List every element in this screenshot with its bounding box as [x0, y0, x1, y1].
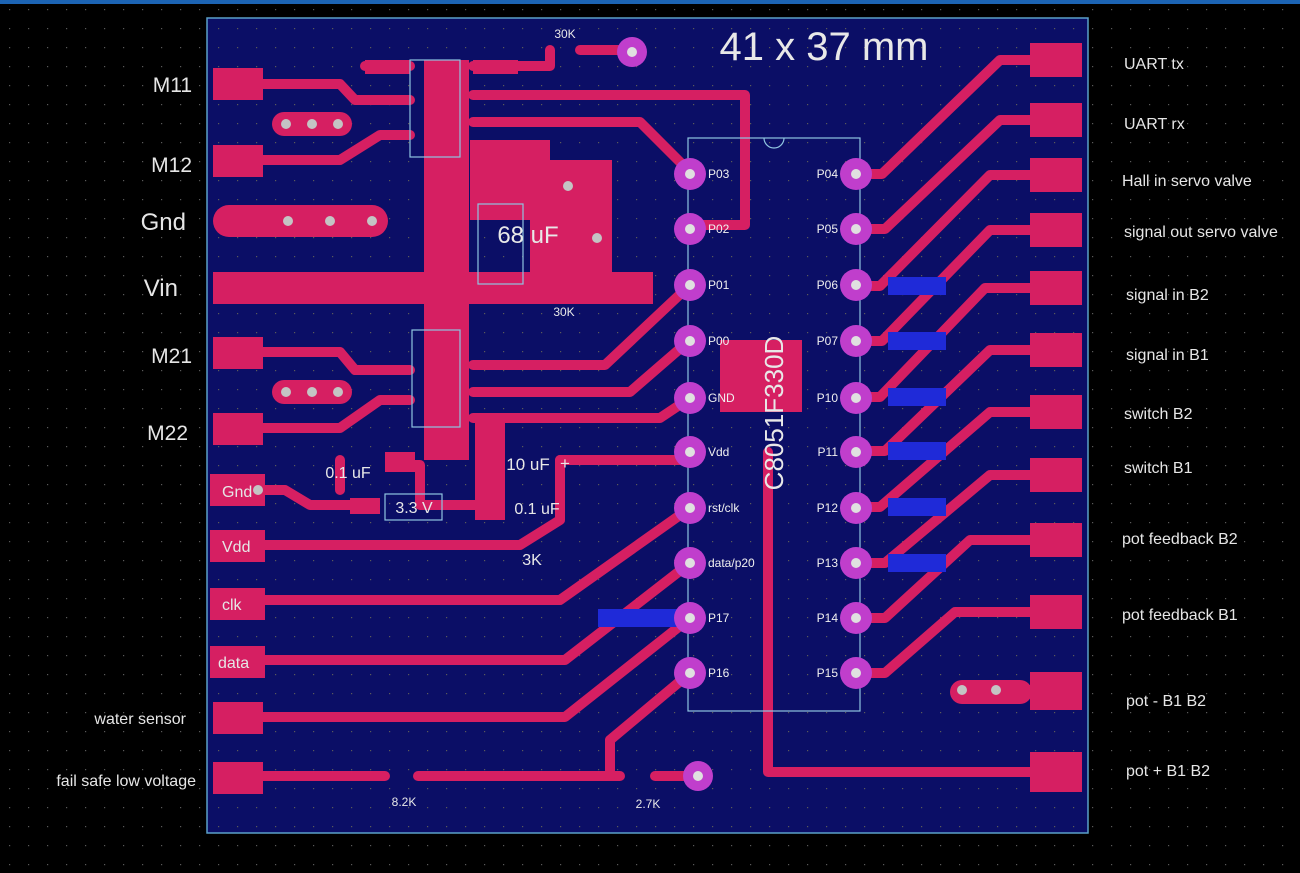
chip-pad-hole [685, 393, 695, 403]
chip-pad-hole [685, 558, 695, 568]
chip-notch [763, 137, 785, 149]
pad-label-vdd: Vdd [222, 539, 250, 556]
right-labels: UART tx UART rx Hall in servo valve sign… [1122, 56, 1278, 780]
chip-pad-hole [685, 668, 695, 678]
pad-label-data: data [218, 655, 249, 672]
regulator-label: 3.3 V [395, 500, 433, 517]
chip-pin-label-right: P13 [817, 556, 839, 570]
chip-pad-hole [685, 447, 695, 457]
label-gnd: Gnd [141, 209, 186, 236]
chip-pin-label-left: P02 [708, 222, 730, 236]
chip-pin-label-left: Vdd [708, 445, 729, 459]
chip-pin-label-left: P03 [708, 167, 730, 181]
cap-plus-label: + [560, 454, 570, 473]
chip-pad-hole [685, 613, 695, 623]
label-hall-in: Hall in servo valve [1122, 173, 1252, 190]
r-3k-label: 3K [522, 552, 542, 569]
window-top-bar [0, 0, 1300, 4]
label-signal-in-b2: signal in B2 [1126, 287, 1209, 304]
chip-pin-label-right: P15 [817, 666, 839, 680]
r-top-label: 30K [554, 27, 575, 41]
chip-pin-label-right: P10 [817, 391, 839, 405]
chip-pin-label-left: P16 [708, 666, 730, 680]
chip-pin-label-left: GND [708, 391, 735, 405]
left-labels: M11 M12 Gnd Vin M21 M22 water sensor fai… [56, 74, 196, 790]
right-connector-pads [1030, 43, 1082, 792]
drill-holes [253, 119, 1001, 695]
label-signal-out: signal out servo valve [1124, 224, 1278, 241]
chip-pin-label-left: P01 [708, 278, 730, 292]
label-switch-b1: switch B1 [1124, 460, 1193, 477]
chip-pad-hole [851, 169, 861, 179]
chip-pad-hole [851, 503, 861, 513]
cap-01-right-label: 0.1 uF [514, 501, 560, 518]
label-m11: M11 [153, 74, 192, 97]
label-uart-rx: UART rx [1124, 116, 1185, 133]
chip-pad-hole [851, 613, 861, 623]
copper-pours [213, 60, 1032, 704]
silkscreen-outlines [384, 59, 861, 712]
label-m21: M21 [151, 345, 192, 368]
chip-label: C8051F330D [759, 336, 789, 491]
chip-pad-hole [685, 224, 695, 234]
chip-pin-label-right: P04 [817, 167, 839, 181]
chip-pad-hole [685, 503, 695, 513]
label-pot-feedback-b1: pot feedback B1 [1122, 607, 1238, 624]
chip-pin-label-left: P00 [708, 334, 730, 348]
pad-label-clk: clk [222, 597, 243, 614]
label-vin: Vin [144, 275, 178, 302]
cap-big-label: 68 uF [497, 222, 558, 249]
chip-pin-label-right: P05 [817, 222, 839, 236]
chip-pad-hole [851, 336, 861, 346]
cap-01-left-label: 0.1 uF [325, 465, 371, 482]
highlight-marks [598, 277, 946, 627]
chip-pad-hole [851, 393, 861, 403]
chip-pin-label-right: P11 [818, 445, 839, 459]
chip-pin-label-left: rst/clk [708, 501, 740, 515]
label-m22: M22 [147, 422, 188, 445]
board-size-label: 41 x 37 mm [720, 25, 929, 69]
label-fail-safe: fail safe low voltage [56, 773, 196, 790]
chip-pad-hole [851, 224, 861, 234]
chip-pin-label-right: P06 [817, 278, 839, 292]
chip-pin-label-right: P14 [817, 611, 839, 625]
chip-pad-hole [685, 169, 695, 179]
label-pot-plus: pot + B1 B2 [1126, 763, 1210, 780]
chip-pin-label-right: P12 [817, 501, 839, 515]
chip-pin-label-right: P07 [817, 334, 839, 348]
cap-10uf-label: 10 uF [506, 455, 549, 474]
chip-pad-hole [685, 336, 695, 346]
label-signal-in-b1: signal in B1 [1126, 347, 1209, 364]
component-labels: 30K 68 uF 30K 10 uF + 0.1 uF 0.1 uF 3.3 … [325, 25, 928, 811]
chip-pad-hole [851, 668, 861, 678]
via-pads [617, 37, 713, 791]
pad-label-gnd: Gnd [222, 484, 252, 501]
chip-pad-hole [851, 447, 861, 457]
label-water-sensor: water sensor [93, 711, 186, 728]
left-pad-labels: Gnd Vdd clk data [218, 484, 252, 672]
chip-pin-label-left: P17 [708, 611, 730, 625]
label-m12: M12 [151, 154, 192, 177]
chip-pad-hole [851, 558, 861, 568]
r-mid-label: 30K [553, 305, 574, 319]
label-switch-b2: switch B2 [1124, 406, 1193, 423]
chip-pin-label-left: data/p20 [708, 556, 755, 570]
chip-pad-hole [851, 280, 861, 290]
r-82k-label: 8.2K [392, 795, 417, 809]
label-pot-feedback-b2: pot feedback B2 [1122, 531, 1238, 548]
label-uart-tx: UART tx [1124, 56, 1184, 73]
chip-pad-hole [685, 280, 695, 290]
r-27k-label: 2.7K [636, 797, 661, 811]
label-pot-minus: pot - B1 B2 [1126, 693, 1206, 710]
